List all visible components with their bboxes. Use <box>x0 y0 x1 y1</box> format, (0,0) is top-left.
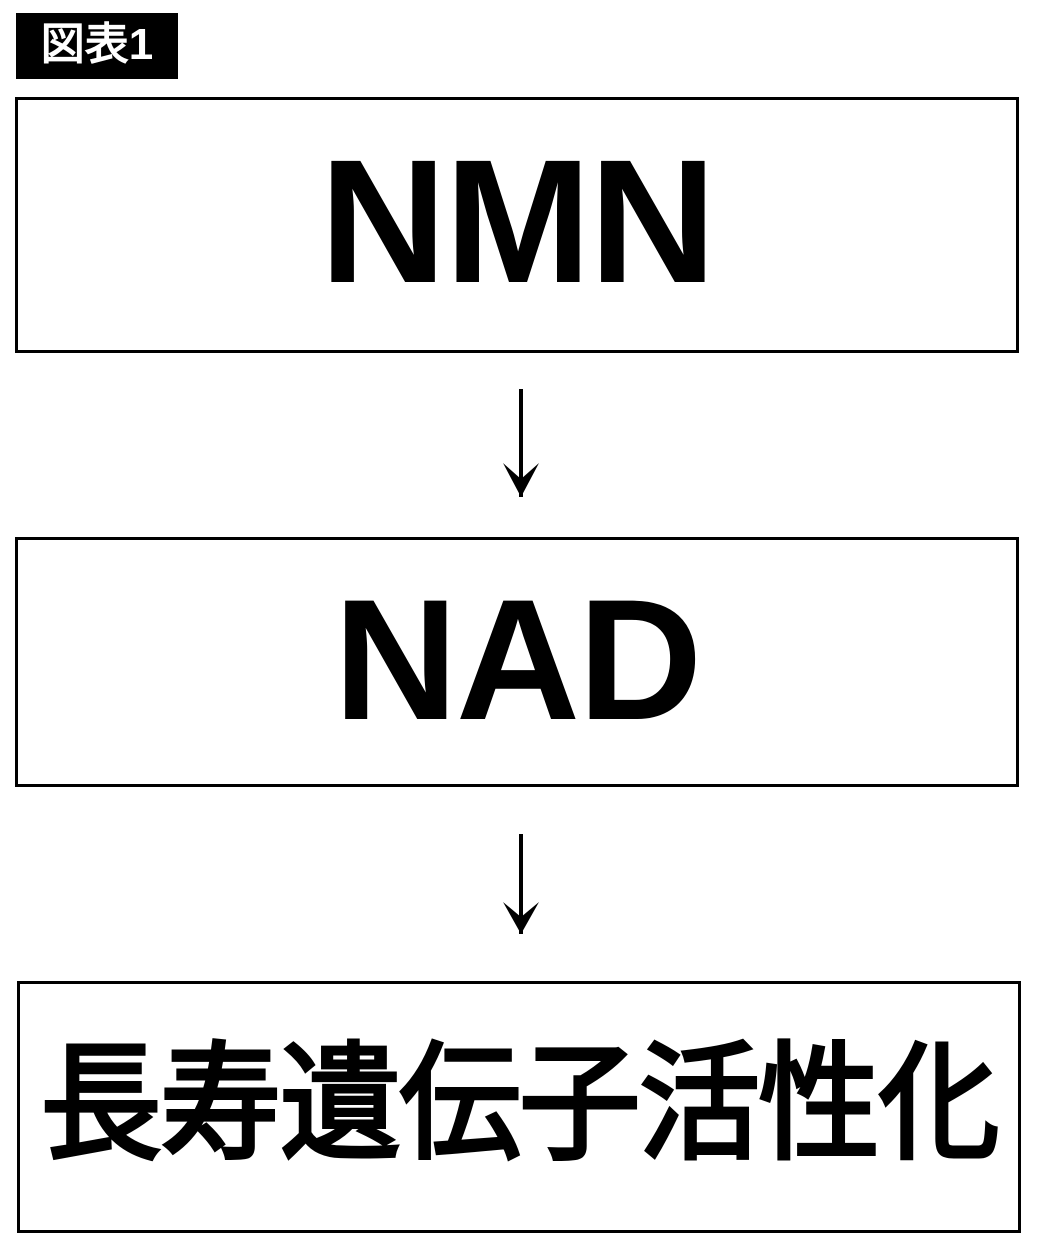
down-arrow-icon <box>503 834 539 934</box>
flow-node-nmn: NMN <box>15 97 1019 353</box>
flow-node-nmn-label: NMN <box>319 124 717 320</box>
flow-node-result: 長寿遺伝子活性化 <box>17 981 1021 1233</box>
flow-node-nad-label: NAD <box>333 564 703 756</box>
flow-node-nad: NAD <box>15 537 1019 787</box>
flow-node-result-label: 長寿遺伝子活性化 <box>40 1033 1000 1176</box>
figure-number-badge: 図表1 <box>16 13 178 79</box>
down-arrow-icon <box>503 389 539 497</box>
figure-number-label: 図表1 <box>40 20 154 69</box>
